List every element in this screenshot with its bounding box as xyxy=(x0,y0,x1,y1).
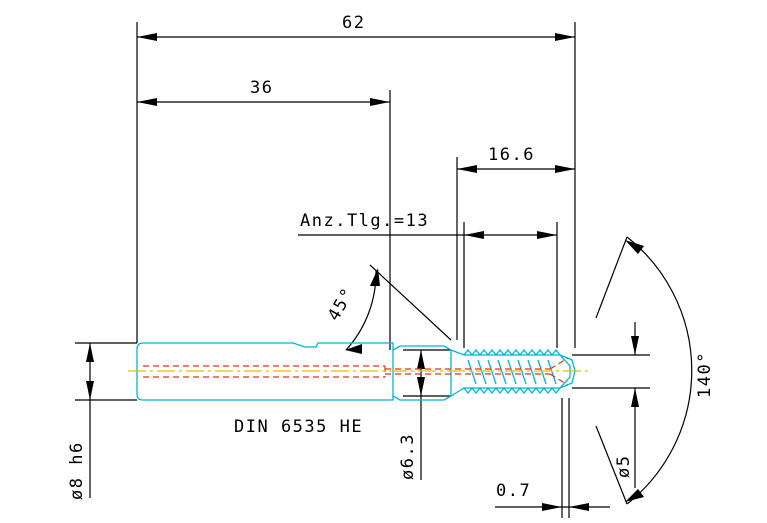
dimension-shank-diameter: ø8 h6 xyxy=(67,343,94,500)
dimension-tip-offset: 0.7 xyxy=(495,481,610,511)
neck-diameter-label: ø6.3 xyxy=(398,433,418,480)
dimension-overall-length: 62 xyxy=(137,13,575,41)
dimension-neck-diameter: ø6.3 xyxy=(398,350,425,480)
dimension-inner-diameter: ø5 xyxy=(614,322,639,488)
dimension-chamfer-angle: 45° xyxy=(324,264,452,354)
shank-diameter-label: ø8 h6 xyxy=(67,441,87,500)
tip-offset-label: 0.7 xyxy=(496,481,531,501)
dimension-neck-length: 16.6 xyxy=(457,145,575,173)
inner-diameter-label: ø5 xyxy=(614,455,634,478)
dimension-tooth-length: Anz.Tlg.=13 xyxy=(298,211,557,239)
tooth-length-label: Anz.Tlg.=13 xyxy=(300,211,429,231)
point-angle-label: 140° xyxy=(695,351,715,398)
dimension-shank-length: 36 xyxy=(137,78,390,106)
extension-lines xyxy=(75,22,650,518)
neck-length-label: 16.6 xyxy=(488,145,535,165)
chamfer-angle-label: 45° xyxy=(324,284,359,325)
coolant-channel xyxy=(143,357,569,386)
overall-length-label: 62 xyxy=(342,13,365,33)
dimension-point-angle: 140° xyxy=(595,236,715,505)
standard-label: DIN 6535 HE xyxy=(234,417,363,437)
shank-length-label: 36 xyxy=(250,78,273,98)
